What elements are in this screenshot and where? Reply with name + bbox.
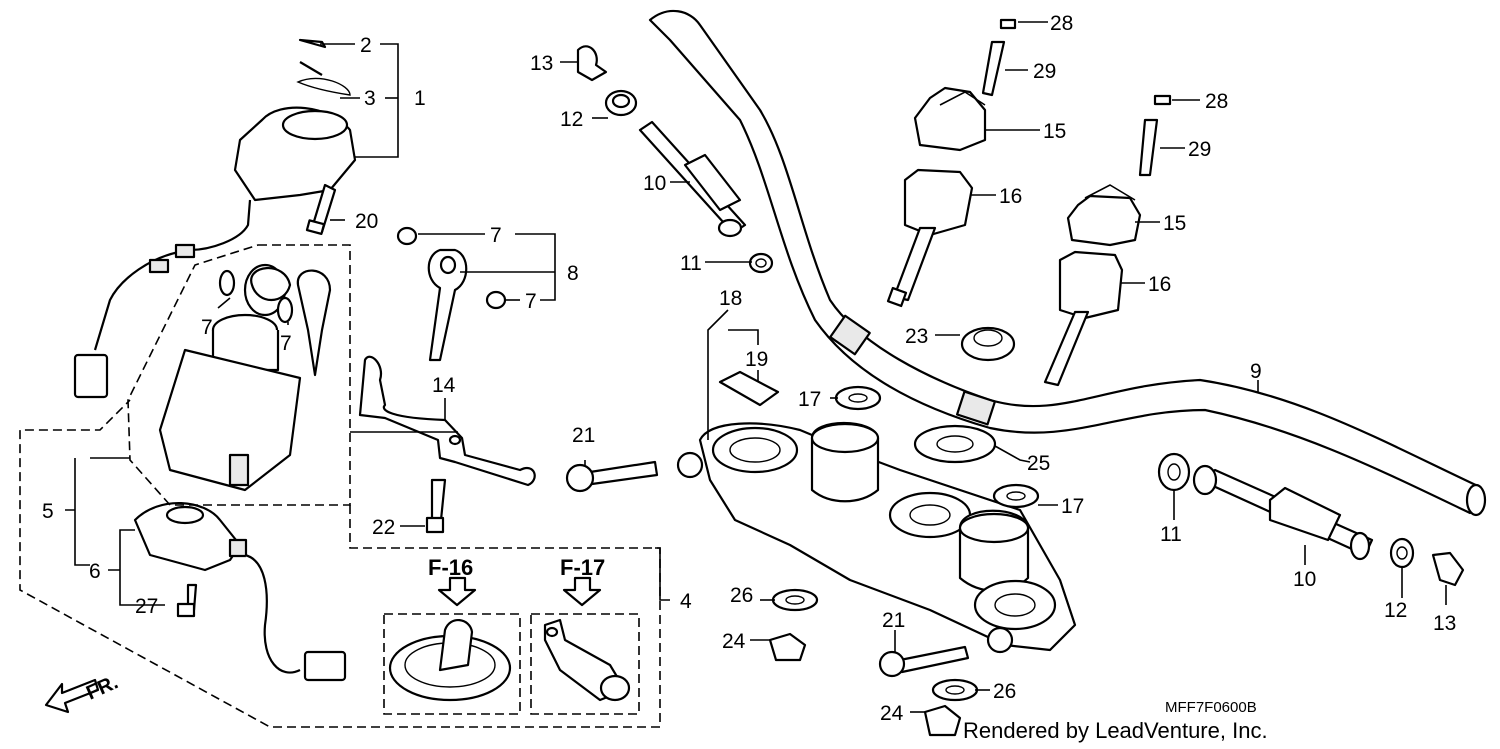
nut-23: [960, 326, 1016, 362]
plate-19: [718, 370, 780, 407]
callout-18: 18: [719, 287, 742, 310]
credit-text: Rendered by LeadVenture, Inc.: [963, 718, 1268, 743]
fr-label: FR.: [83, 671, 121, 704]
ignition-switch-body: [158, 263, 332, 492]
bracket-14: [358, 355, 536, 487]
callout-4: 4: [680, 590, 692, 613]
kit-outline: [19, 244, 661, 728]
washer-26-left: [771, 588, 819, 612]
callout-9: 9: [1250, 360, 1262, 383]
holder-set-1: [886, 18, 1017, 308]
callout-10a: 10: [643, 172, 666, 195]
washer-17-upper: [834, 385, 882, 411]
clip-13-top: [576, 45, 608, 82]
callout-14: 14: [432, 374, 456, 397]
callout-5: 5: [42, 500, 54, 523]
callout-12a: 12: [560, 108, 583, 131]
callout-8: 8: [567, 262, 579, 285]
callout-24b: 24: [880, 702, 904, 725]
callout-7b: 7: [525, 290, 537, 313]
callout-23: 23: [905, 325, 928, 348]
callout-17b: 17: [1061, 495, 1084, 518]
washer-12-right: [1389, 537, 1415, 569]
callout-labels: 2 3 1 20 7 8 7 7 7 14 5 6 27 22 4 21 13 …: [42, 12, 1456, 743]
callout-25: 25: [1027, 452, 1050, 475]
diagram-code: MFF7F0600B: [1165, 699, 1257, 716]
nut-24-left: [768, 632, 807, 662]
callout-12b: 12: [1384, 599, 1407, 622]
screw-22: [425, 478, 447, 534]
nut-11-top: [748, 252, 774, 274]
washer-25: [913, 424, 997, 464]
callout-17a: 17: [798, 388, 821, 411]
callout-26b: 26: [993, 680, 1016, 703]
callout-19: 19: [745, 348, 768, 371]
switch-6: [133, 501, 347, 682]
callout-16a: 16: [999, 185, 1022, 208]
callout-13b: 13: [1433, 612, 1456, 635]
callout-15b: 15: [1163, 212, 1186, 235]
callout-28b: 28: [1205, 90, 1228, 113]
ignition-wiring: [73, 199, 252, 399]
callout-27: 27: [135, 595, 158, 618]
washer-17-lower: [992, 483, 1040, 509]
key-8: [396, 226, 507, 362]
f17-lock-cylinder: [543, 576, 631, 702]
clip-13-right: [1431, 551, 1465, 587]
ignition-cover: [233, 38, 357, 202]
nut-11-right: [1157, 452, 1191, 492]
callout-24a: 24: [722, 630, 746, 653]
callout-28a: 28: [1050, 12, 1073, 35]
washer-12-top: [604, 89, 638, 117]
leader-lines: [65, 21, 1447, 713]
weight-10-right: [1192, 464, 1374, 561]
callout-21b: 21: [882, 609, 905, 632]
top-bridge: [676, 422, 1077, 654]
callout-26a: 26: [730, 584, 753, 607]
callout-11a: 11: [680, 252, 702, 275]
callout-16b: 16: [1148, 273, 1171, 296]
callout-7a: 7: [490, 224, 502, 247]
callout-21a: 21: [572, 424, 595, 447]
fr-arrow-icon: [44, 678, 100, 714]
washer-26-right: [931, 678, 979, 702]
callout-22: 22: [372, 516, 395, 539]
callout-15a: 15: [1043, 120, 1066, 143]
handlebar: [648, 9, 1487, 517]
ref-f17: F-17: [560, 555, 605, 580]
bolt-21-upper: [565, 460, 659, 493]
callout-20: 20: [355, 210, 378, 233]
callout-10b: 10: [1293, 568, 1316, 591]
callout-6: 6: [89, 560, 101, 583]
holder-set-2: [1043, 94, 1172, 387]
callout-3: 3: [364, 87, 376, 110]
nut-24-right: [923, 704, 962, 737]
callout-7d: 7: [280, 332, 292, 355]
screw-20: [305, 183, 337, 236]
ref-f16: F-16: [428, 555, 473, 580]
callout-29b: 29: [1188, 138, 1211, 161]
callout-29a: 29: [1033, 60, 1056, 83]
weight-10-top: [638, 120, 747, 238]
screw-27: [176, 583, 198, 618]
callout-7c: 7: [201, 316, 213, 339]
bolt-21-lower: [878, 645, 970, 678]
callout-13a: 13: [530, 52, 553, 75]
callout-11b: 11: [1160, 523, 1182, 546]
f16-fuel-cap: [388, 576, 512, 702]
callout-1: 1: [414, 87, 426, 110]
callout-2: 2: [360, 34, 372, 57]
